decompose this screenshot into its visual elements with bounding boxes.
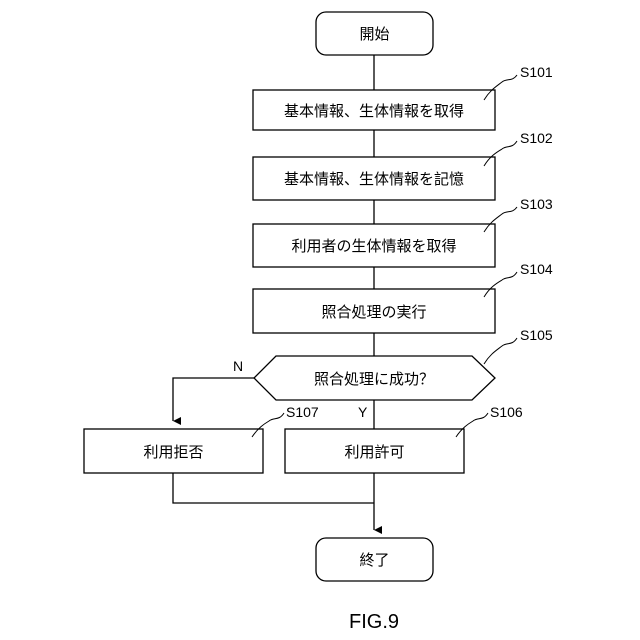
step-s101-text: 基本情報、生体情報を取得 [284, 102, 464, 120]
step-s102-id: S102 [520, 130, 553, 146]
start-label: 開始 [359, 25, 389, 43]
step-s101-id: S101 [520, 64, 553, 80]
step-s101: 基本情報、生体情報を取得 S101 [253, 64, 553, 130]
step-s107-text: 利用拒否 [143, 443, 203, 461]
branch-yes-label: Y [358, 404, 368, 420]
decision-s105-text: 照合処理に成功？ [314, 370, 434, 388]
step-s104: 照合処理の実行 S104 [253, 261, 553, 333]
step-s106-id: S106 [490, 404, 523, 420]
step-s104-id: S104 [520, 261, 553, 277]
branch-no-label: N [233, 358, 243, 374]
connector-s107-merge [173, 473, 374, 503]
end-label: 終了 [359, 551, 389, 569]
connector-no-branch [173, 378, 254, 421]
decision-s105-id: S105 [520, 327, 553, 343]
step-s102: 基本情報、生体情報を記憶 S102 [253, 130, 553, 200]
step-s107: 利用拒否 S107 [84, 404, 319, 473]
step-s102-text: 基本情報、生体情報を記憶 [284, 170, 464, 188]
step-s107-id: S107 [286, 404, 319, 420]
step-s103: 利用者の生体情報を取得 S103 [253, 196, 553, 267]
decision-s105-leader [484, 338, 517, 364]
step-s103-text: 利用者の生体情報を取得 [291, 237, 456, 255]
step-s103-id: S103 [520, 196, 553, 212]
start-terminal: 開始 [316, 12, 433, 55]
figure-caption: FIG.9 [349, 611, 399, 633]
step-s104-text: 照合処理の実行 [321, 303, 426, 321]
end-terminal: 終了 [316, 538, 433, 581]
step-s106-text: 利用許可 [344, 443, 404, 461]
step-s106: 利用許可 S106 [285, 404, 523, 473]
